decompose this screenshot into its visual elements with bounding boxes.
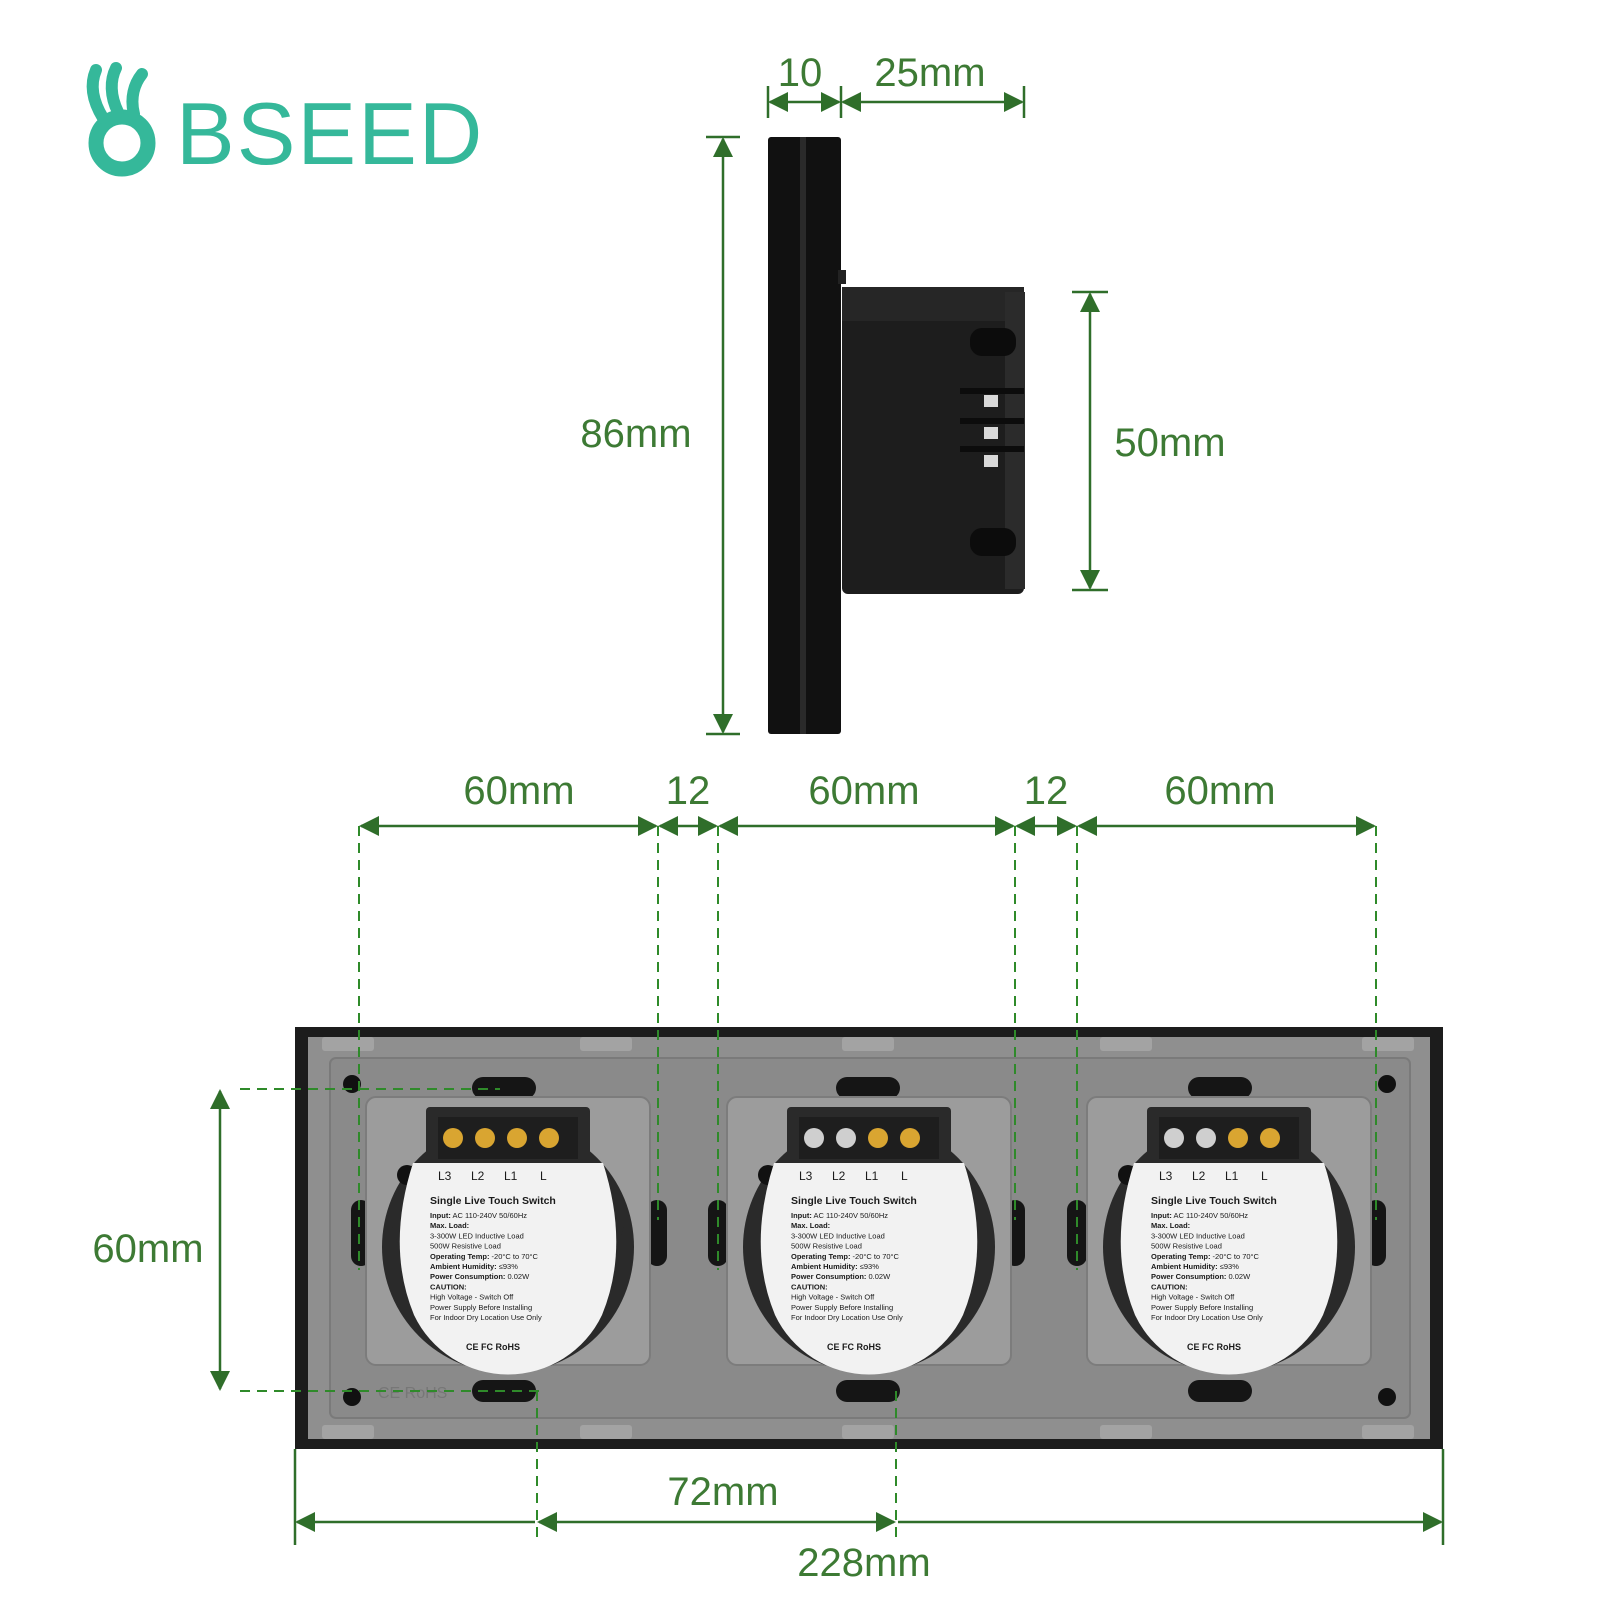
module-spec-line: 3-300W LED Inductive Load [1151,1231,1245,1240]
module-spec-line: Input: AC 110-240V 50/60Hz [1151,1211,1248,1220]
module-spec-line: Input: AC 110-240V 50/60Hz [791,1211,888,1220]
terminal-l-label: L [1261,1169,1268,1183]
module-spec-line: Operating Temp: -20°C to 70°C [430,1252,539,1261]
module-spec-line: Power Consumption: 0.02W [791,1272,891,1281]
module-spec-line: CAUTION: [430,1282,467,1291]
terminal-l2-label: L2 [471,1169,485,1183]
module-spec-line: Operating Temp: -20°C to 70°C [791,1252,900,1261]
module-spec-line: Ambient Humidity: ≤93% [1151,1262,1239,1271]
switch-module-1: L3 L2 L1 L Single Live Touch Switch Inpu… [365,1096,651,1375]
module-spec-line: 500W Resistive Load [1151,1242,1222,1251]
terminal-l3-label: L3 [438,1169,452,1183]
dim-module-height-side-label: 50mm [1114,421,1225,465]
terminal-l3-label: L3 [1159,1169,1173,1183]
module-spec-line: For Indoor Dry Location Use Only [1151,1313,1263,1322]
module-title: Single Live Touch Switch [791,1195,917,1207]
back-view: CE RoHS L3 L2 L1 L Single Live Touch Swi… [92,769,1445,1585]
module-spec-line: 3-300W LED Inductive Load [791,1231,885,1240]
module-spec-line: 500W Resistive Load [430,1242,501,1251]
dim-gap-1-label: 12 [666,769,711,813]
module-spec-line: Power Consumption: 0.02W [430,1272,530,1281]
dim-height-label: 86mm [580,412,691,456]
terminal-l1-label: L1 [504,1169,518,1183]
module-spec-line: Max. Load: [1151,1221,1190,1230]
module-title: Single Live Touch Switch [430,1195,556,1207]
dim-gap-2-label: 12 [1024,769,1069,813]
dim-plate-thickness-label: 10 [778,51,823,95]
bseed-leaf-logo-icon [86,62,156,177]
switch-module-3: L3 L2 L1 L Single Live Touch Switch Inpu… [1086,1096,1372,1375]
module-spec-line: Power Supply Before Installing [791,1303,893,1312]
module-spec-line: CAUTION: [791,1282,828,1291]
terminal-l-label: L [901,1169,908,1183]
module-spec-line: Max. Load: [791,1221,830,1230]
module-title: Single Live Touch Switch [1151,1195,1277,1207]
terminal-l1-label: L1 [1225,1169,1239,1183]
terminal-l3-label: L3 [799,1169,813,1183]
dim-widths-top: 60mm 12 60mm 12 60mm [359,769,1376,836]
dim-module-height-back: 60mm [92,1089,230,1391]
module-marks: CE FC RoHS [827,1342,881,1352]
module-spec-line: Operating Temp: -20°C to 70°C [1151,1252,1260,1261]
dim-height: 86mm [580,135,740,736]
brand-logo: BSEED [86,62,484,183]
module-spec-line: Ambient Humidity: ≤93% [430,1262,518,1271]
dim-module-width-1-label: 60mm [463,769,574,813]
dim-module-depth-label: 25mm [874,51,985,95]
module-spec-line: Power Supply Before Installing [1151,1303,1253,1312]
side-view: 10 25mm 86mm 50mm [580,51,1226,736]
terminal-l2-label: L2 [832,1169,846,1183]
dim-module-height-side: 50mm [1072,290,1226,592]
module-spec-line: High Voltage - Switch Off [791,1293,875,1302]
module-spec-line: Power Consumption: 0.02W [1151,1272,1251,1281]
module-spec-line: CAUTION: [1151,1282,1188,1291]
side-module-body [838,270,1025,594]
dim-total-width-label: 228mm [797,1541,930,1585]
dim-bottom: 72mm 228mm [293,1449,1445,1585]
dim-module-height-back-label: 60mm [92,1227,203,1271]
module-spec-line: Power Supply Before Installing [430,1303,532,1312]
dim-module-width-2-label: 60mm [808,769,919,813]
module-spec-line: For Indoor Dry Location Use Only [791,1313,903,1322]
module-spec-line: Ambient Humidity: ≤93% [791,1262,879,1271]
dim-hole-spacing-label: 72mm [667,1470,778,1514]
terminal-l-label: L [540,1169,547,1183]
terminal-l2-label: L2 [1192,1169,1206,1183]
brand-name: BSEED [176,84,484,183]
module-spec-line: For Indoor Dry Location Use Only [430,1313,542,1322]
module-spec-line: High Voltage - Switch Off [430,1293,514,1302]
dim-module-width-3-label: 60mm [1164,769,1275,813]
module-marks: CE FC RoHS [466,1342,520,1352]
module-spec-line: 500W Resistive Load [791,1242,862,1251]
backplate-marks: CE RoHS [378,1385,447,1402]
dim-plate-thickness: 10 25mm [766,51,1026,118]
module-spec-line: Max. Load: [430,1221,469,1230]
terminal-l1-label: L1 [865,1169,879,1183]
module-spec-line: 3-300W LED Inductive Load [430,1231,524,1240]
module-spec-line: High Voltage - Switch Off [1151,1293,1235,1302]
module-spec-line: Input: AC 110-240V 50/60Hz [430,1211,527,1220]
module-marks: CE FC RoHS [1187,1342,1241,1352]
switch-module-2: L3 L2 L1 L Single Live Touch Switch Inpu… [726,1096,1012,1375]
